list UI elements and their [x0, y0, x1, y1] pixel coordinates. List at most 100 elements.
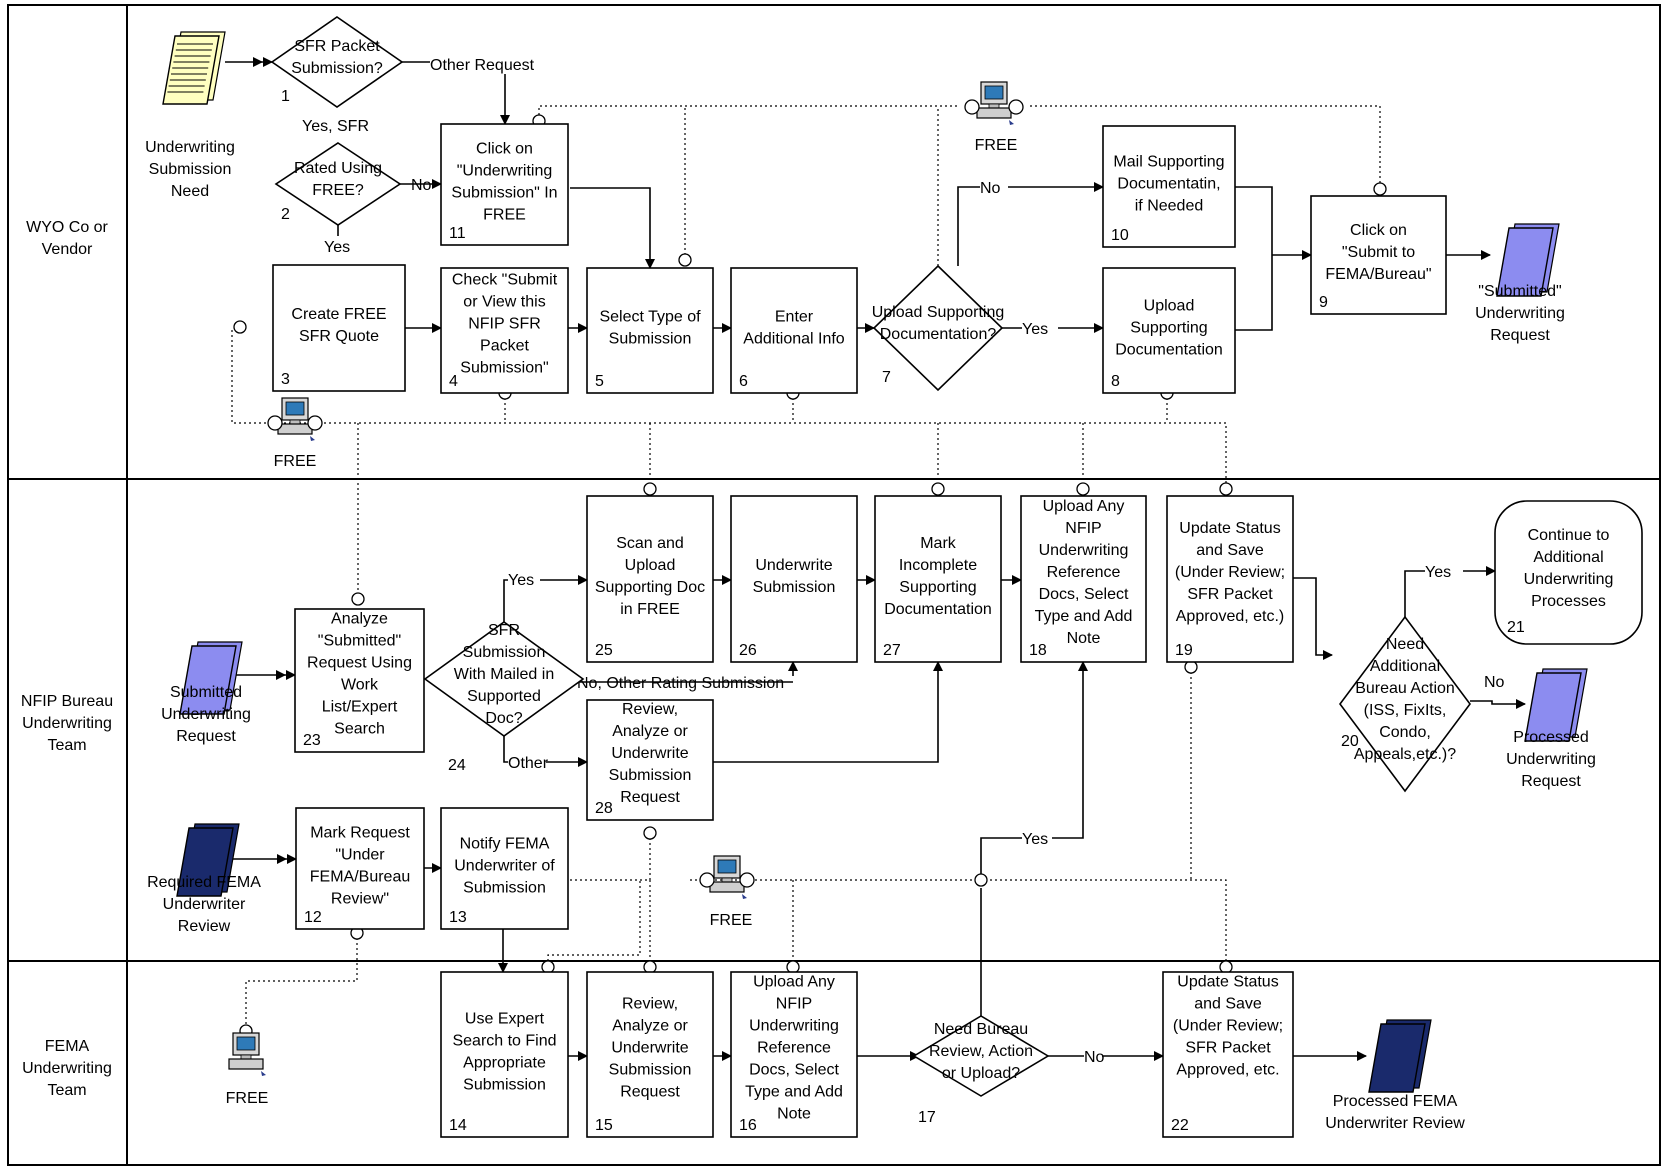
step-number: 4 — [449, 373, 458, 390]
edge-label-no-20: No — [1484, 674, 1505, 691]
edge-label-other-24: Other — [508, 755, 549, 772]
system-links — [231, 105, 1381, 1031]
decision-diamond — [423, 621, 585, 737]
edge-label-yes-sfr: Yes, SFR — [302, 118, 369, 135]
step-number: 23 — [303, 732, 321, 749]
step-number: 20 — [1341, 733, 1359, 750]
step-number: 18 — [1029, 642, 1047, 659]
free-system-icon-1: FREE — [964, 81, 1024, 154]
process-box-shape — [1102, 267, 1236, 394]
step-number: 27 — [883, 642, 901, 659]
process-box-shape — [730, 267, 858, 394]
process-box-shape — [874, 495, 1002, 663]
process-box-shape — [586, 267, 714, 394]
step-number: 28 — [595, 800, 613, 817]
swimlane-frame — [7, 4, 1661, 1166]
process-box-shape — [440, 267, 569, 394]
document-icon — [176, 827, 234, 897]
process-box-shape — [440, 123, 569, 246]
step-number: 26 — [739, 642, 757, 659]
document-icon — [162, 35, 220, 105]
system-label: FREE — [975, 137, 1018, 154]
process-box-shape — [586, 495, 714, 663]
process-box-shape — [1310, 195, 1447, 315]
step-number: 16 — [739, 1117, 757, 1134]
process-box-shape — [730, 495, 858, 663]
step-number: 12 — [304, 909, 322, 926]
process-box-shape — [272, 264, 406, 392]
step-number: 17 — [918, 1109, 936, 1126]
step-number: 5 — [595, 373, 604, 390]
step-number: 8 — [1111, 373, 1120, 390]
step-number: 3 — [281, 371, 290, 388]
step-number: 13 — [449, 909, 467, 926]
flow-connectors — [225, 57, 1526, 1061]
document-icon — [1368, 1023, 1426, 1093]
document-icon — [1524, 672, 1582, 742]
process-box-shape — [440, 971, 569, 1138]
process-box-shape — [1166, 495, 1294, 663]
process-box-shape — [294, 608, 425, 753]
process-box-shape — [1020, 495, 1147, 663]
edge-label-yes-24: Yes — [508, 572, 534, 589]
terminal-shape — [1494, 500, 1643, 645]
step-number: 14 — [449, 1117, 467, 1134]
decision-diamond — [912, 1015, 1050, 1097]
step-number: 19 — [1175, 642, 1193, 659]
process-box-shape — [440, 807, 569, 930]
edge-label-no-24: No, Other Rating Submission — [577, 675, 784, 692]
step-number: 10 — [1111, 227, 1129, 244]
system-label: FREE — [226, 1090, 269, 1107]
document-icon — [1496, 227, 1554, 297]
step-number: 24 — [448, 757, 466, 774]
step-number: 15 — [595, 1117, 613, 1134]
edge-label-yes-rated: Yes — [324, 239, 350, 256]
edge-labels: Other Request Yes, SFR No Yes No Yes Yes… — [302, 57, 1505, 1066]
